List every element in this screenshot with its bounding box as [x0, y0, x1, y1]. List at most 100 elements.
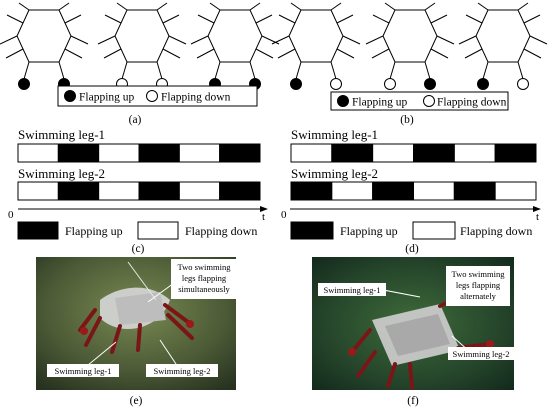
panel-b: Flapping up Flapping down (b): [271, 2, 548, 126]
robot-leg: [336, 48, 355, 59]
callout-e-leg1: Swimming leg-1: [55, 366, 112, 376]
panel-label-f: (f): [407, 395, 419, 407]
legend-box-b: [330, 91, 509, 111]
robot-b-3: [458, 2, 548, 90]
legend-up-label-b: Flapping up: [352, 97, 408, 109]
timing-segment-down: [453, 143, 496, 163]
robot-leg: [365, 35, 384, 45]
timing-segment-down: [178, 181, 221, 201]
timing-segment-down: [17, 143, 59, 163]
callout-box-f-leg1: [318, 283, 386, 296]
panel-f: Swimming leg-1 Two swimming legs flappin…: [312, 257, 514, 407]
legend-up-label-a: Flapping up: [79, 92, 135, 104]
panel-d: Swimming leg-1 Swimming leg-2 0 t Flappi…: [281, 127, 541, 255]
robot-leg: [436, 35, 455, 45]
time-axis-arrow-c: [260, 206, 268, 212]
timing-segment-up: [290, 181, 333, 201]
time-axis-arrow-d: [533, 206, 541, 212]
tether-e: [127, 261, 157, 301]
swimming-leg-1: [482, 61, 489, 80]
swimming-leg-2: [330, 61, 337, 80]
panel-a: Flapping up Flapping down (a): [0, 2, 280, 126]
legend-down-label-a: Flapping down: [161, 92, 231, 104]
robot-body: [475, 9, 531, 63]
legend-up-label-d: Flapping up: [340, 224, 398, 238]
timing-segment-down: [494, 181, 537, 201]
callout-e-leg2: Swimming leg-2: [154, 366, 211, 376]
robot-leg: [209, 2, 221, 11]
robot-photo-e: [78, 287, 194, 354]
robot-leg: [261, 35, 280, 45]
legend-up-marker-b: [337, 95, 349, 107]
robot-body: [16, 9, 72, 63]
robot-body: [382, 9, 438, 63]
robot-leg: [162, 48, 181, 59]
swimming-leg-1: [295, 61, 302, 80]
robot-body: [207, 9, 263, 63]
callout-line-e-top: [147, 282, 175, 303]
row-label-d-2: Swimming leg-2: [291, 166, 378, 181]
robot-leg: [458, 35, 477, 45]
robot-leg: [156, 2, 168, 11]
callout-e-top-line3: simultaneously: [178, 284, 230, 294]
robot-leg: [249, 2, 261, 11]
panel-label-b: (b): [400, 114, 414, 126]
legend-up-marker-a: [64, 90, 76, 102]
timing-segment-up: [413, 143, 455, 163]
legend-down-marker-b: [423, 95, 435, 107]
timing-segment-up: [219, 143, 261, 163]
robot-leg: [371, 48, 390, 59]
callout-box-e-leg2: [146, 364, 218, 377]
legend-down-label-c: Flapping down: [185, 224, 257, 238]
robot-leg: [523, 48, 542, 59]
timing-segment-down: [413, 181, 455, 201]
swimming-leg-2: [424, 61, 431, 80]
row-label-c-1: Swimming leg-1: [18, 127, 105, 142]
robot-leg: [430, 14, 448, 24]
axis-origin-d: 0: [281, 209, 287, 221]
swimming-leg-1: [214, 61, 221, 80]
callout-box-f-leg2: [448, 347, 514, 360]
robots-a: [0, 2, 280, 90]
timing-segment-up: [57, 143, 100, 163]
timing-segment-up: [219, 181, 261, 201]
panel-c: Swimming leg-1 Swimming leg-2 0 t Flappi…: [8, 127, 268, 255]
timing-row-c-2: [17, 181, 261, 201]
robot-leg: [255, 14, 273, 24]
robot-leg: [190, 35, 209, 45]
callout-f-leg1: Swimming leg-1: [324, 285, 381, 295]
callout-box-e-top: [171, 259, 237, 299]
robot-leg: [384, 2, 396, 11]
swimming-leg-1-marker: [477, 78, 489, 90]
robot-body: [114, 9, 170, 63]
swimming-leg-2: [58, 61, 65, 80]
robot-a-3: [190, 2, 280, 90]
legend-up-swatch-d: [290, 221, 334, 240]
robot-leg: [70, 35, 89, 45]
panel-e: Two swimming legs flapping simultaneousl…: [36, 257, 237, 407]
robot-leg: [197, 14, 215, 24]
axis-end-c: t: [262, 211, 265, 223]
timing-segment-down: [17, 181, 59, 201]
callout-box-f-top: [446, 266, 510, 306]
legend-down-label-d: Flapping down: [460, 224, 532, 238]
axis-origin-c: 0: [8, 209, 14, 221]
robot-leg: [271, 35, 290, 45]
timing-segment-down: [331, 181, 374, 201]
timing-segment-up: [331, 143, 374, 163]
swimming-leg-2-marker: [517, 78, 529, 90]
robot-leg: [0, 35, 18, 45]
timing-row-d-1: [290, 143, 537, 163]
robot-leg: [64, 48, 83, 59]
robot-body: [288, 9, 344, 63]
timing-segment-up: [494, 143, 537, 163]
panel-label-e: (e): [130, 395, 143, 407]
callout-f-top-line1: Two swimming: [451, 269, 505, 279]
robot-leg: [168, 35, 187, 45]
timing-segment-down: [290, 143, 333, 163]
robot-leg: [517, 2, 529, 11]
timing-segment-down: [98, 181, 140, 201]
swimming-leg-1: [121, 61, 128, 80]
row-label-c-2: Swimming leg-2: [18, 166, 105, 181]
